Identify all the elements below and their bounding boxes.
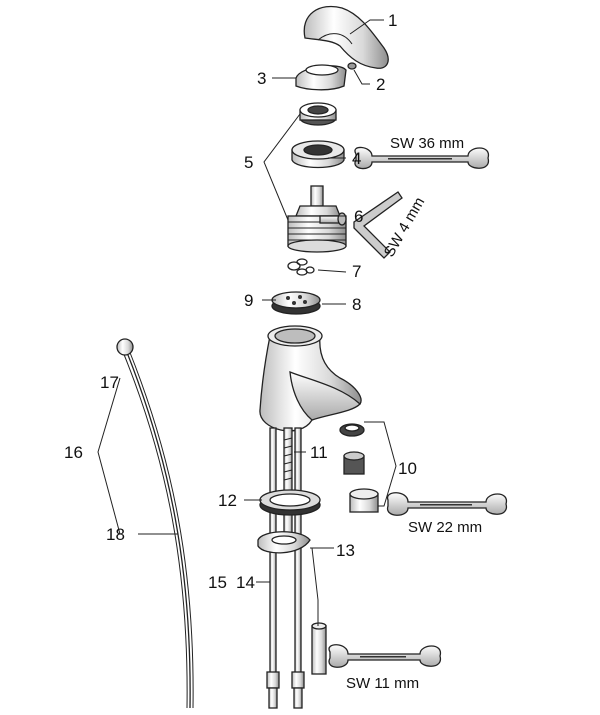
callout-16: 16: [64, 443, 83, 462]
callout-10: 10: [398, 459, 417, 478]
faucet-body: [259, 325, 362, 432]
label-sw36: SW 36 mm: [390, 135, 464, 152]
retaining-ring: [299, 102, 337, 126]
label-sw11: SW 11 mm: [346, 675, 419, 692]
leader-lines: [97, 19, 397, 626]
wrench-sw36-icon: [354, 146, 489, 170]
horseshoe-clamp: [257, 531, 311, 554]
aerator-seal: [339, 423, 365, 437]
seal-disc: [271, 291, 321, 315]
callout-11: 11: [310, 443, 328, 462]
cartridge: [287, 185, 347, 253]
callout-18: 18: [106, 525, 125, 544]
callout-3: 3: [257, 69, 266, 88]
wrench-sw22-icon: [387, 492, 507, 516]
clamp-sleeve: [311, 622, 327, 675]
wrench-sw11-icon: [328, 644, 441, 668]
aerator-insert: [343, 451, 365, 475]
callout-13: 13: [336, 541, 355, 560]
callout-8: 8: [352, 295, 361, 314]
callout-1: 1: [388, 11, 397, 30]
lever-handle: [303, 5, 389, 69]
aerator-housing: [349, 488, 379, 513]
supply-hoses: [266, 427, 305, 709]
set-screw: [347, 62, 357, 70]
threaded-rod: [283, 427, 293, 549]
callout-15: 15: [208, 573, 227, 592]
callout-14: 14: [236, 573, 255, 592]
callout-6: 6: [354, 207, 363, 226]
callout-4: 4: [352, 149, 361, 168]
hex-key-sw4-icon: [353, 191, 403, 259]
label-sw22: SW 22 mm: [408, 519, 482, 536]
callout-5: 5: [244, 153, 253, 172]
callout-7: 7: [352, 262, 361, 281]
o-rings: [287, 258, 315, 276]
washer: [259, 489, 321, 516]
hex-nut: [291, 140, 345, 169]
cover-cap: [295, 64, 347, 91]
callout-9: 9: [244, 291, 253, 310]
callout-2: 2: [376, 75, 385, 94]
callout-17: 17: [100, 373, 119, 392]
callout-numbers: 1 2 3 4 5 6 7 8 9 10 11 12 13 14 15 16 1…: [64, 11, 417, 592]
callout-12: 12: [218, 491, 237, 510]
pull-rod: [116, 338, 194, 709]
